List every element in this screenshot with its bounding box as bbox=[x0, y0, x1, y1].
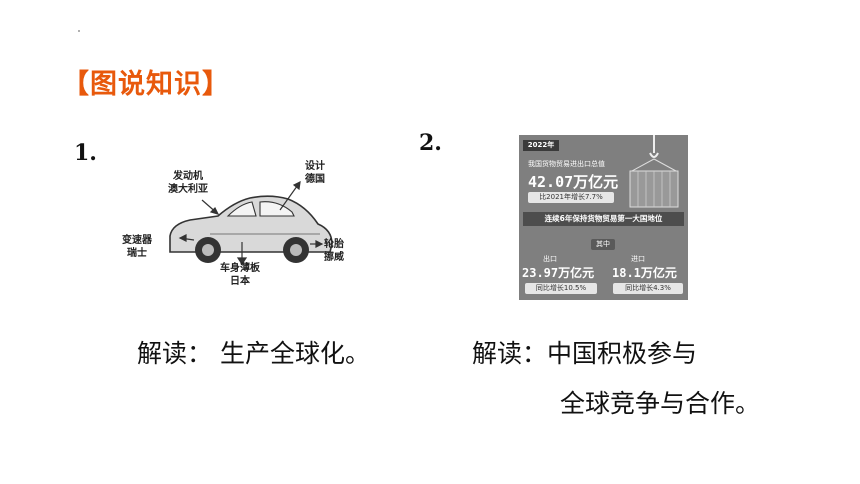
label-design-part: 设计 bbox=[305, 161, 325, 172]
label-engine-part: 发动机 bbox=[173, 171, 203, 182]
label-tire-part: 轮胎 bbox=[324, 239, 344, 250]
growth-badge: 比2021年增长7.7% bbox=[528, 192, 614, 203]
total-value: 42.07万亿元 bbox=[528, 173, 619, 191]
export-label: 出口 bbox=[543, 255, 557, 263]
label-gearbox: 变速器 瑞士 bbox=[122, 234, 152, 260]
car-illustration bbox=[169, 180, 333, 266]
item-number-1: 1. bbox=[74, 140, 97, 166]
section-title: 【图说知识】 bbox=[62, 69, 230, 100]
reading-2-line1: 解读：中国积极参与 bbox=[472, 339, 698, 368]
label-body-country: 日本 bbox=[230, 276, 250, 287]
label-tire-country: 挪威 bbox=[324, 252, 344, 263]
decorative-dot bbox=[78, 30, 80, 32]
reading-1: 解读： 生产全球化。 bbox=[137, 339, 370, 368]
label-tire: 轮胎 挪威 bbox=[324, 238, 344, 264]
year-badge: 2022年 bbox=[523, 140, 559, 151]
import-growth-badge: 同比增长4.3% bbox=[613, 283, 683, 294]
label-engine-country: 澳大利亚 bbox=[168, 184, 208, 195]
export-value: 23.97万亿元 bbox=[522, 266, 595, 280]
label-body: 车身薄板 日本 bbox=[220, 262, 260, 288]
container-crane-icon bbox=[629, 135, 679, 208]
car-figure: 发动机 澳大利亚 设计 德国 变速器 瑞士 车身薄板 日本 轮胎 挪威 bbox=[110, 152, 372, 292]
reading-2-line2: 全球竞争与合作。 bbox=[560, 389, 761, 418]
ranking-banner: 连续6年保持货物贸易第一大国地位 bbox=[523, 212, 684, 226]
label-body-part: 车身薄板 bbox=[220, 263, 260, 274]
total-label: 我国货物贸易进出口总值 bbox=[528, 160, 605, 168]
import-value: 18.1万亿元 bbox=[612, 266, 677, 280]
label-gearbox-part: 变速器 bbox=[122, 235, 152, 246]
trade-infographic: 2022年 我国货物贸易进出口总值 42.07万亿元 比2021年增长7.7% … bbox=[519, 135, 688, 300]
label-design-country: 德国 bbox=[305, 174, 325, 185]
label-gearbox-country: 瑞士 bbox=[127, 248, 147, 259]
label-design: 设计 德国 bbox=[305, 160, 325, 186]
import-label: 进口 bbox=[631, 255, 645, 263]
among-badge: 其中 bbox=[591, 239, 615, 250]
item-number-2: 2. bbox=[419, 130, 442, 156]
label-engine: 发动机 澳大利亚 bbox=[168, 170, 208, 196]
export-growth-badge: 同比增长10.5% bbox=[525, 283, 597, 294]
